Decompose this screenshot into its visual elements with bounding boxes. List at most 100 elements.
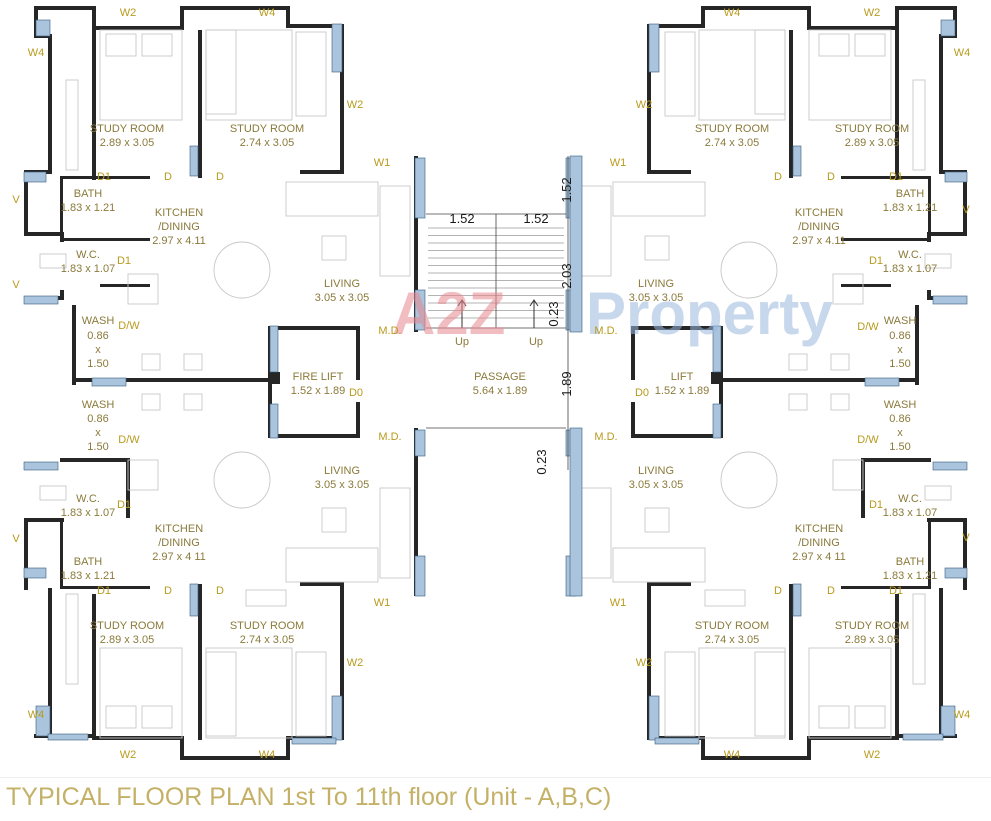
room-size: 5.64 x 1.89 [473,385,527,397]
room-size: 1.83 x 1.21 [61,202,115,214]
room-size: 2.74 x 3.05 [705,634,759,646]
room-label: STUDY ROOM [695,123,769,135]
window-code: W2 [636,99,653,111]
divider [0,777,991,778]
room-label: STUDY ROOM [90,123,164,135]
room-label: LIVING [638,465,674,477]
furniture [39,29,411,739]
room-size: 1.83 x 1.07 [61,263,115,275]
door-code: D1 [117,255,131,267]
door-code: D [216,585,224,597]
window-code: W2 [347,657,364,669]
room-size: 3.05 x 3.05 [315,479,369,491]
room-label: /DINING [798,221,840,233]
door-code: D [216,171,224,183]
door-code: D1 [869,255,883,267]
room-label: LIFT [671,371,694,383]
room-size: 3.05 x 3.05 [315,292,369,304]
room-size: 2.97 x 4 11 [792,551,846,563]
window-code: W2 [636,657,653,669]
window-code: W4 [28,709,45,721]
room-label: /DINING [158,221,200,233]
room-size: 1.52 x 1.89 [655,385,709,397]
room-size: 2.97 x 4.11 [152,235,206,247]
page-title: TYPICAL FLOOR PLAN 1st To 11th floor (Un… [6,783,612,811]
watermark-property: Property [586,280,833,347]
watermark-a2z: A2Z [392,280,505,347]
room-size: 2.89 x 3.05 [845,634,899,646]
room-label: LIVING [324,465,360,477]
door-code: D [164,585,172,597]
room-size: 0.86 [87,413,108,425]
room-size: 1.50 [889,358,910,370]
room-label: W.C. [898,493,922,505]
door-code: D1 [97,585,111,597]
room-size: 1.50 [87,358,108,370]
door-code: D0 [635,387,649,399]
room-label: W.C. [898,249,922,261]
vent-code: V [12,279,20,291]
dimension-label: 1.52 [559,177,574,202]
room-label: BATH [74,188,103,200]
room-size: 2.89 x 3.05 [845,137,899,149]
room-size: 2.74 x 3.05 [705,137,759,149]
room-label: WASH [884,315,917,327]
room-label: LIVING [638,278,674,290]
door-code: M.D. [378,431,401,443]
room-size: x [897,344,903,356]
room-label: STUDY ROOM [230,620,304,632]
window-code: W2 [864,7,881,19]
stair-up-label: Up [529,336,543,348]
room-label: STUDY ROOM [835,620,909,632]
window-code: W1 [374,157,391,169]
vent-code: V [12,194,20,206]
window-code: W2 [864,749,881,761]
staircase [426,155,583,597]
window-code: W1 [374,597,391,609]
room-label: W.C. [76,249,100,261]
room-size: 1.50 [889,441,910,453]
room-size: 2.89 x 3.05 [100,634,154,646]
room-size: 1.83 x 1.07 [883,263,937,275]
room-size: 1.50 [87,441,108,453]
room-size: 1.52 x 1.89 [291,385,345,397]
stair-up-label: Up [455,336,469,348]
dimension-label: 1.89 [559,371,574,396]
floor-plan-drawing: A2Z Property STUDY ROOM 2.89 x 3.05 STUD… [12,5,971,761]
window-code: W2 [347,99,364,111]
room-label: WASH [82,315,115,327]
window-code: W2 [120,749,137,761]
room-size: 1.83 x 1.21 [61,570,115,582]
right-half-plan [565,5,968,761]
room-label: PASSAGE [474,371,526,383]
window-code: W4 [724,7,741,19]
door-code: M.D. [378,325,401,337]
room-size: 1.83 x 1.21 [883,570,937,582]
room-size: 3.05 x 3.05 [629,292,683,304]
window-code: W4 [954,47,971,59]
dimension-label: 0.23 [546,301,561,326]
window-code: W1 [610,157,627,169]
room-size: 0.86 [889,330,910,342]
room-label: LIVING [324,278,360,290]
walls [24,6,418,760]
vent-code: V [962,204,970,216]
dimension-label: 1.52 [449,211,474,226]
door-code: D1 [117,499,131,511]
door-code: D [774,585,782,597]
door-code: D1 [889,171,903,183]
room-label: KITCHEN [155,207,203,219]
room-label: WASH [884,399,917,411]
door-code: D1 [97,171,111,183]
window-code: W1 [610,597,627,609]
room-label: STUDY ROOM [835,123,909,135]
door-code: D [774,171,782,183]
dimension-label: 2.03 [559,263,574,288]
room-size: 1.83 x 1.07 [61,507,115,519]
room-size: 2.89 x 3.05 [100,137,154,149]
room-size: x [95,344,101,356]
window-code: W2 [120,7,137,19]
room-size: 2.97 x 4 11 [152,551,206,563]
room-label: KITCHEN [795,523,843,535]
room-label: /DINING [798,537,840,549]
